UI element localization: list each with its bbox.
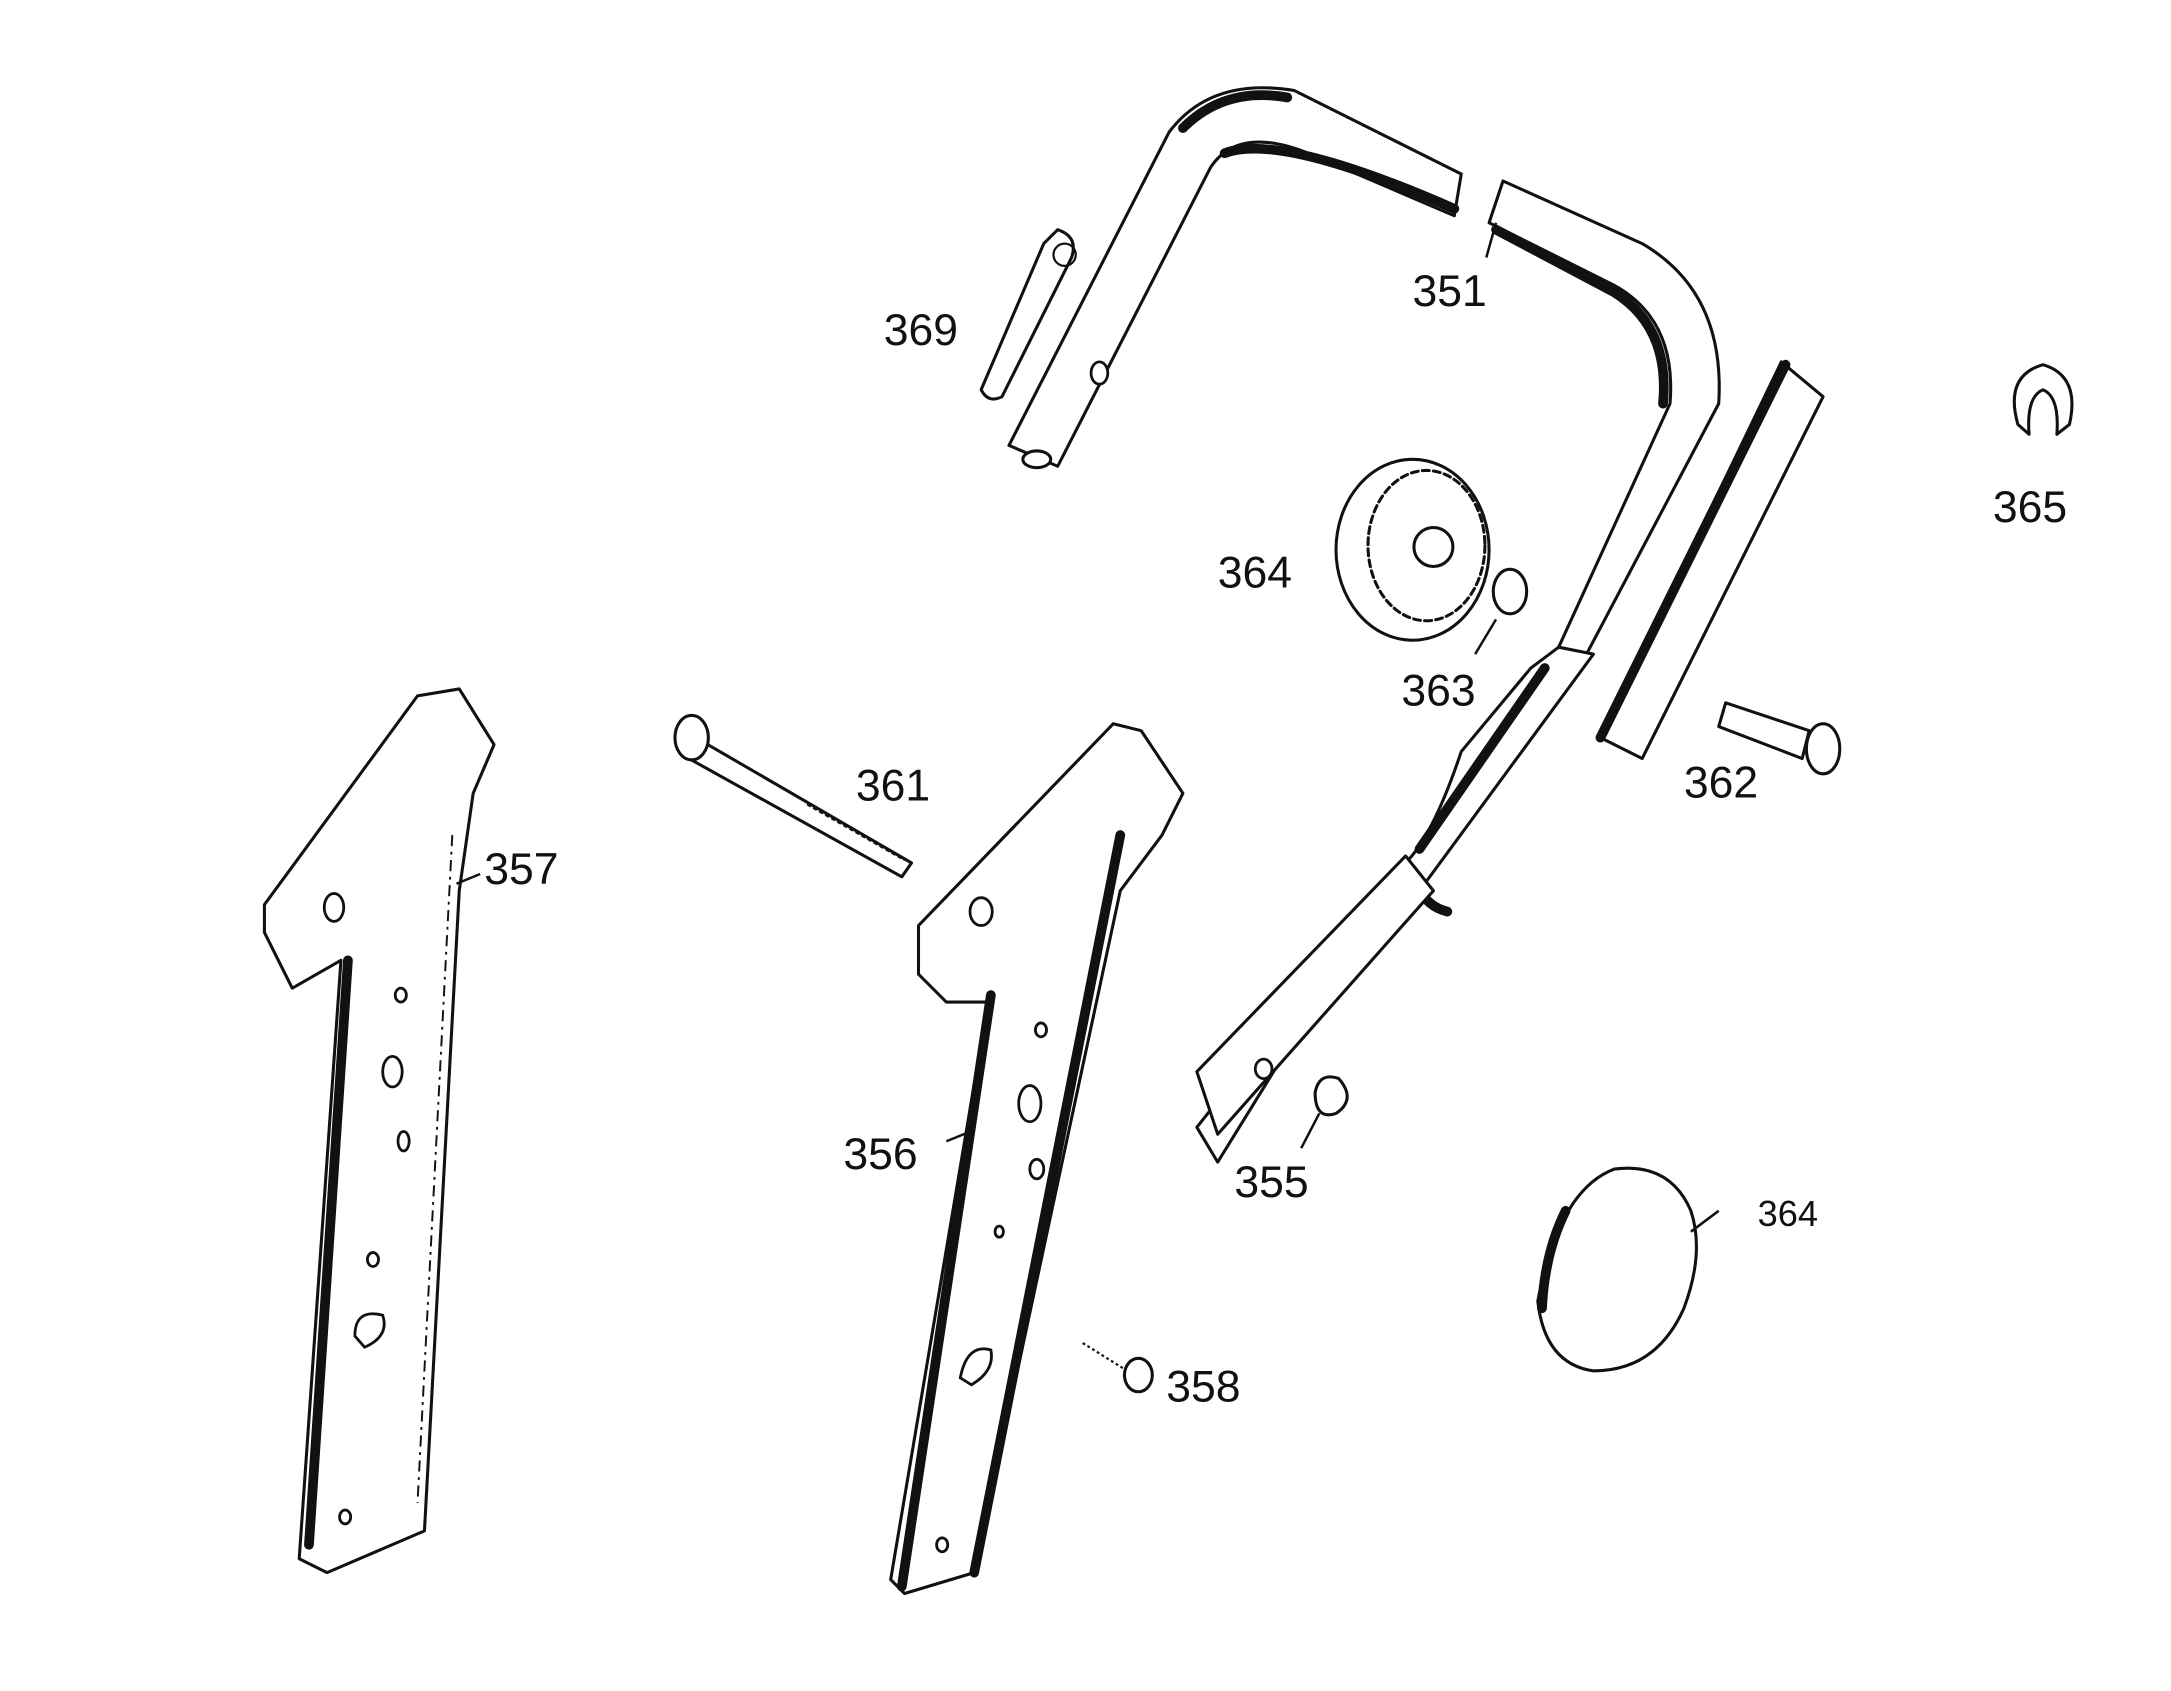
knob-364-lower [1536,1166,1720,1373]
side-bar [1595,359,1825,761]
bolt-362 [1717,701,1842,776]
part-label-363: 363 [1401,667,1475,716]
part-label-364: 364 [1218,548,1292,597]
bolt-361 [673,713,914,879]
part-label-369: 369 [884,306,958,355]
part-label-362: 362 [1684,758,1758,807]
handle-lower-bar [1195,645,1595,1164]
part-label-355: 355 [1234,1158,1308,1207]
clip-369 [979,228,1077,401]
clip-365 [2012,363,2074,436]
washer-355 [1313,1075,1349,1117]
knob-364-gear [1334,457,1529,642]
part-label-357: 357 [484,845,558,894]
screw-358 [1082,1342,1154,1394]
bracket-357 [262,687,496,1575]
part-label-358: 358 [1166,1362,1240,1411]
part-label-351: 351 [1413,267,1487,316]
part-label-364-lower: 364 [1758,1193,1818,1234]
part-label-361: 361 [856,761,930,810]
part-label-356: 356 [843,1130,917,1179]
bracket-356 [889,722,1185,1596]
part-label-365: 365 [1993,483,2067,532]
